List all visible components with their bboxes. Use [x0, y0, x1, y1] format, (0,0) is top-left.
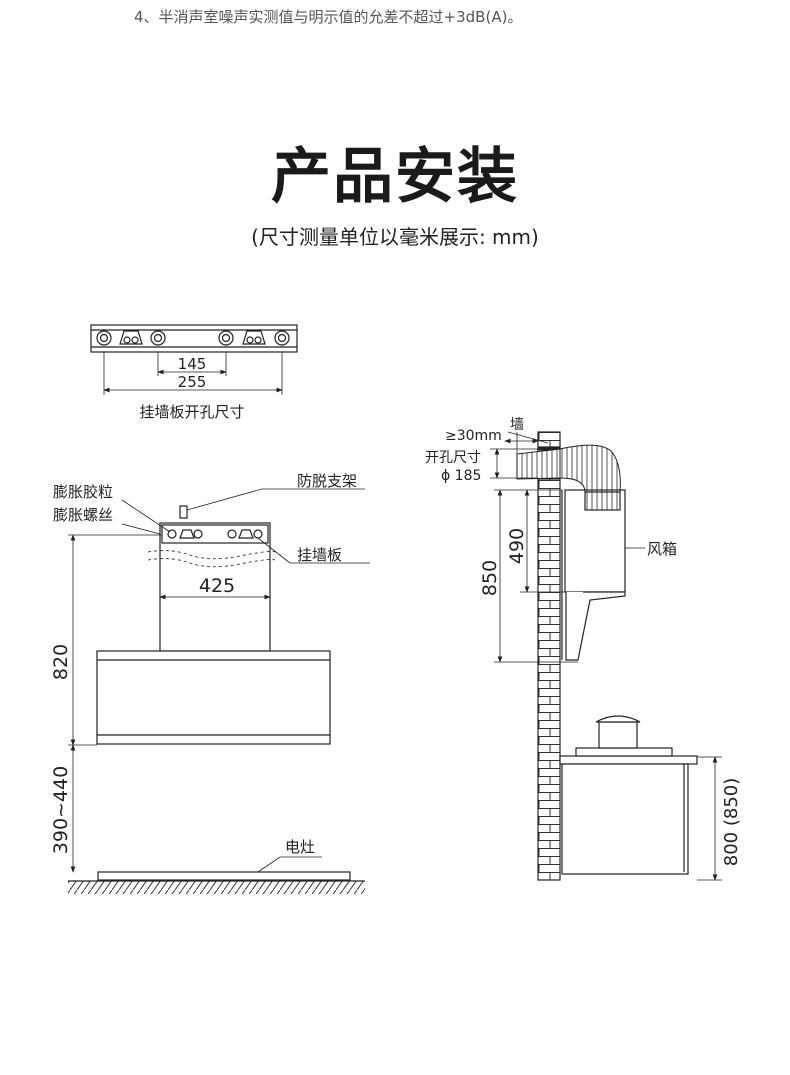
dim-425: 425 [199, 575, 235, 597]
dim-490: 490 [506, 528, 528, 564]
dim-850: 850 [479, 560, 501, 596]
label-stove: 电灶 [285, 838, 315, 856]
label-fan-box: 风箱 [647, 540, 677, 558]
dim-145: 145 [178, 355, 207, 373]
dim-wall-gap: ≥30mm [445, 428, 502, 444]
wall-plate-hole-diagram [90, 324, 298, 395]
bracket-caption: 挂墙板开孔尺寸 [139, 403, 244, 421]
label-wall-plate: 挂墙板 [297, 546, 342, 564]
unit-subtitle: (尺寸测量单位以毫米展示: mm) [251, 225, 539, 249]
side-view-diagram [490, 431, 722, 881]
label-anti-detach-bracket: 防脱支架 [297, 472, 357, 490]
label-hole-size: 开孔尺寸 [425, 450, 481, 466]
dim-counter-height: 800 (850) [721, 778, 742, 866]
label-expansion-screw: 膨胀螺丝 [53, 506, 113, 524]
noise-note: 4、半消声室噪声实测值与明示值的允差不超过+3dB(A)。 [134, 8, 523, 26]
label-wall: 墙 [510, 417, 524, 433]
dim-hole-diameter: ϕ 185 [441, 468, 481, 484]
dim-820: 820 [50, 644, 72, 680]
label-expansion-plug: 膨胀胶粒 [53, 483, 113, 501]
front-view-diagram [68, 488, 370, 894]
dim-390-440: 390~440 [50, 766, 72, 854]
page-title: 产品安装 [271, 142, 519, 212]
dim-255: 255 [178, 373, 207, 391]
